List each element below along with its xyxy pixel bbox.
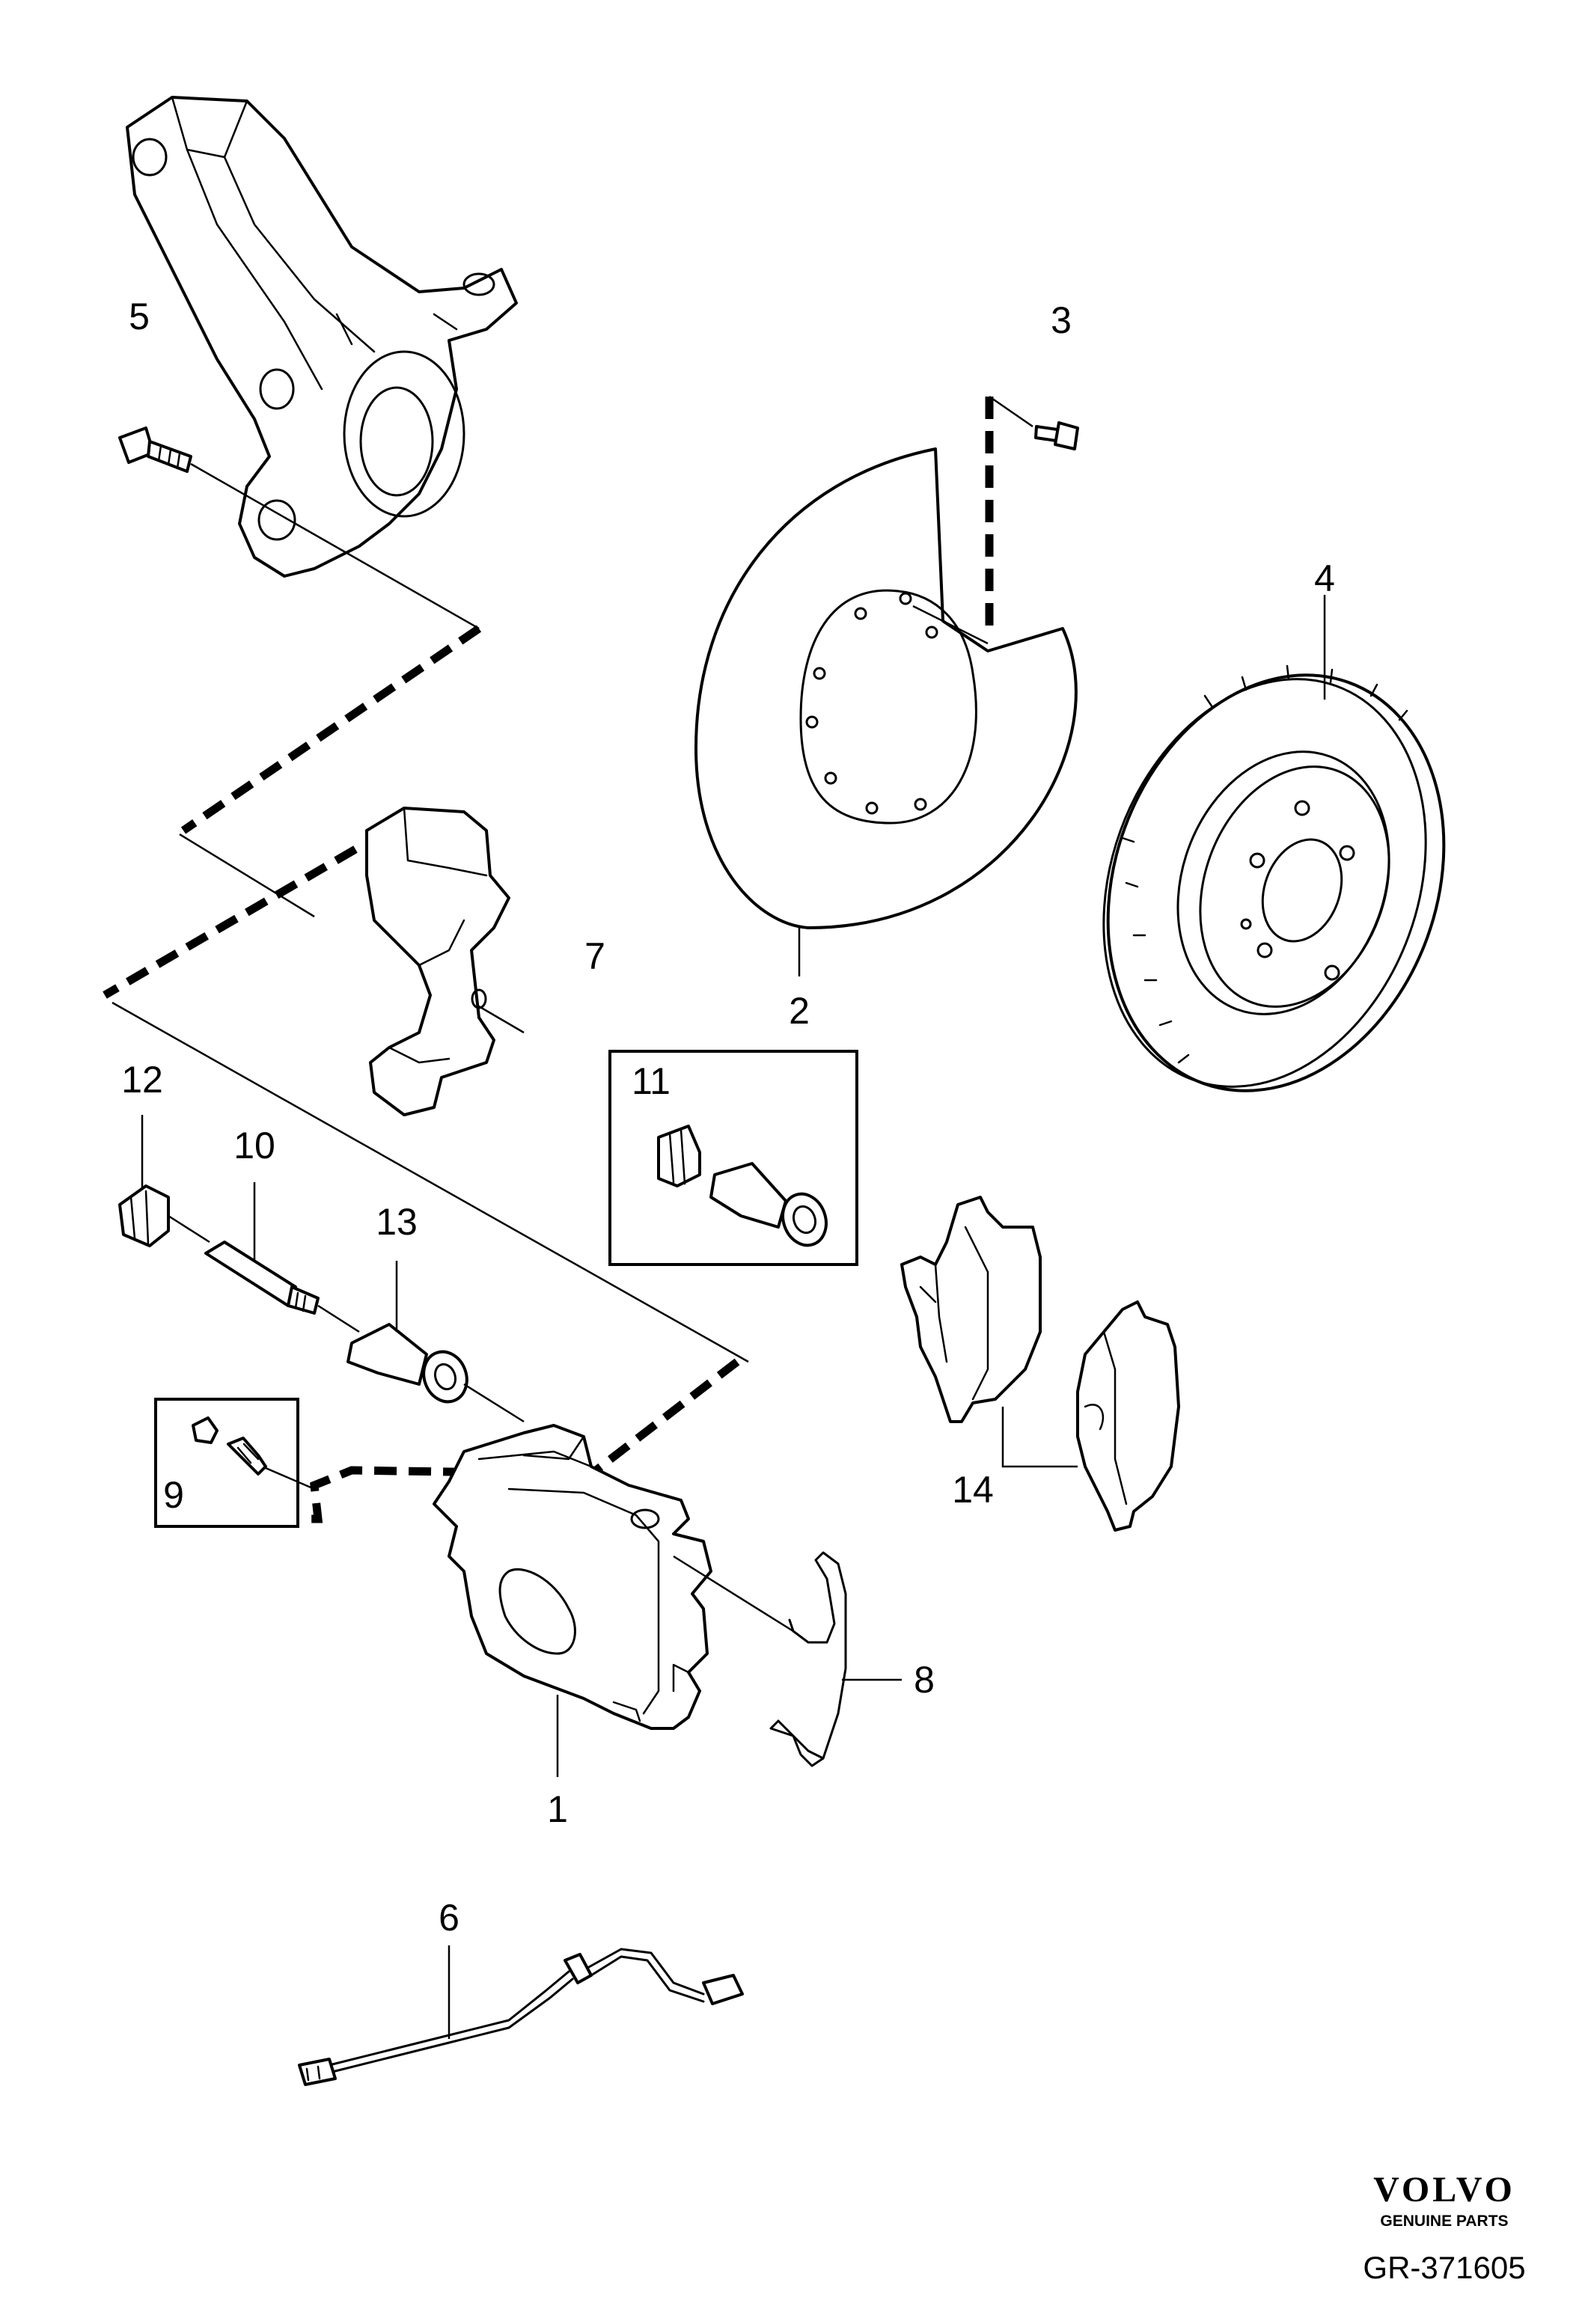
backing-plate (694, 447, 1078, 929)
kit-box-9 (154, 1398, 299, 1528)
screw-part-3 (1034, 421, 1079, 450)
guide-sleeve-part-13 (346, 1323, 468, 1404)
guide-pin-part-10 (204, 1241, 320, 1315)
callout-3: 3 (1051, 299, 1072, 341)
callout-11: 11 (632, 1060, 671, 1102)
callout-10: 10 (233, 1125, 275, 1166)
callout-5: 5 (129, 296, 150, 337)
bleed-nipple-part-9 (227, 1437, 267, 1476)
callout-1: 1 (547, 1788, 568, 1830)
wear-sensor (298, 1948, 744, 2086)
kit-box-11 (608, 1050, 858, 1266)
brake-disc (1102, 664, 1446, 1092)
callout-7: 7 (584, 935, 605, 977)
brake-pad-inner (900, 1196, 1042, 1423)
brake-pad-outer (1076, 1300, 1180, 1532)
caliper-bracket (365, 807, 510, 1116)
callout-9: 9 (163, 1474, 184, 1516)
brake-caliper (433, 1424, 712, 1730)
diagram-reference-number: GR-371605 (1363, 2250, 1525, 2285)
callout-4: 4 (1314, 557, 1335, 599)
callout-6: 6 (439, 1897, 459, 1939)
genuine-parts-label: GENUINE PARTS (1380, 2213, 1508, 2230)
callout-14: 14 (952, 1469, 994, 1511)
callout-12: 12 (121, 1059, 163, 1101)
guide-sleeve-part-11 (709, 1162, 828, 1247)
bushing-part-12 (118, 1184, 170, 1247)
volvo-logo: VOLVO (1373, 2170, 1515, 2210)
steering-knuckle (126, 96, 518, 578)
cap-part-9 (192, 1416, 219, 1444)
callout-13: 13 (376, 1201, 418, 1243)
callout-2: 2 (789, 990, 810, 1032)
bushing-part-11 (657, 1125, 701, 1187)
bolt-part-5 (118, 426, 192, 473)
anti-rattle-spring (769, 1551, 847, 1767)
callout-8: 8 (914, 1659, 935, 1701)
